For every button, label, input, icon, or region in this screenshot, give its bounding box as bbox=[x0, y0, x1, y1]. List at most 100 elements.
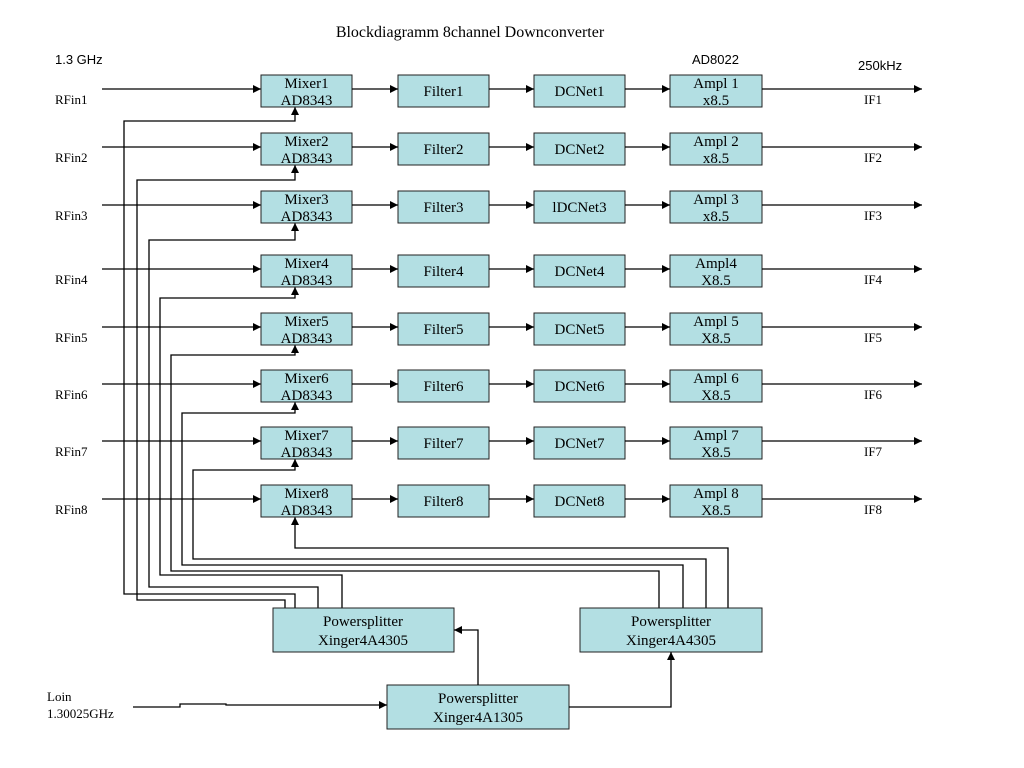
dcnet-block bbox=[533, 426, 626, 460]
mixer-block bbox=[260, 132, 353, 166]
lo-input-frequency: 1.30025GHz bbox=[47, 706, 114, 721]
filter-name: Filter2 bbox=[424, 142, 464, 158]
dcnet-name: lDCNet3 bbox=[552, 200, 606, 216]
powersplitter-main-line1: Powersplitter bbox=[438, 691, 518, 707]
lo-wire-mixer-6 bbox=[181, 402, 684, 608]
rf-input-label: RFin5 bbox=[55, 330, 88, 345]
rf-input-label: RFin8 bbox=[55, 502, 88, 517]
powersplitter-right-line2: Xinger4A4305 bbox=[626, 633, 716, 649]
dcnet-block bbox=[533, 484, 626, 518]
amp-detail: X8.5 bbox=[701, 331, 731, 347]
if-output-label: IF7 bbox=[864, 444, 883, 459]
mixer-detail: AD8343 bbox=[281, 209, 333, 225]
amp-block bbox=[669, 484, 763, 518]
filter-block bbox=[397, 190, 490, 224]
filter-block bbox=[397, 426, 490, 460]
mixer-name: Mixer2 bbox=[284, 134, 328, 150]
mixer-block bbox=[260, 254, 353, 288]
dcnet-name: DCNet5 bbox=[555, 322, 605, 338]
rf-input-label: RFin2 bbox=[55, 150, 88, 165]
mixer-detail: AD8343 bbox=[281, 151, 333, 167]
filter-name: Filter7 bbox=[424, 436, 464, 452]
mixer-block bbox=[260, 74, 353, 108]
dcnet-name: DCNet2 bbox=[555, 142, 605, 158]
filter-name: Filter8 bbox=[424, 494, 464, 510]
mixer-detail: AD8343 bbox=[281, 503, 333, 519]
powersplitter-left: Powersplitter Xinger4A4305 bbox=[272, 607, 455, 653]
dcnet-block bbox=[533, 74, 626, 108]
rf-input-label: RFin4 bbox=[55, 272, 88, 287]
dcnet-block bbox=[533, 190, 626, 224]
amp-detail: x8.5 bbox=[703, 93, 729, 109]
lo-wire-mixer-3 bbox=[148, 223, 319, 608]
amp-name: Ampl 7 bbox=[693, 428, 739, 444]
amp-block bbox=[669, 369, 763, 403]
filter-block bbox=[397, 369, 490, 403]
lo-input-label: Loin bbox=[47, 689, 72, 704]
amp-detail: x8.5 bbox=[703, 151, 729, 167]
amp-detail: x8.5 bbox=[703, 209, 729, 225]
mixer-name: Mixer6 bbox=[284, 371, 329, 387]
amp-name: Ampl4 bbox=[695, 256, 737, 272]
input-frequency-label: 1.3 GHz bbox=[55, 52, 103, 67]
filter-block bbox=[397, 484, 490, 518]
lo-wire-mixer-1 bbox=[123, 107, 299, 608]
amp-block bbox=[669, 190, 763, 224]
amp-detail: X8.5 bbox=[701, 503, 731, 519]
filter-block bbox=[397, 312, 490, 346]
rf-input-label: RFin6 bbox=[55, 387, 88, 402]
if-output-label: IF6 bbox=[864, 387, 883, 402]
filter-block bbox=[397, 74, 490, 108]
amp-detail: X8.5 bbox=[701, 388, 731, 404]
main-to-left-splitter-wire bbox=[454, 626, 479, 685]
mixer-detail: AD8343 bbox=[281, 445, 333, 461]
rf-input-label: RFin7 bbox=[55, 444, 88, 459]
dcnet-block bbox=[533, 132, 626, 166]
mixer-block bbox=[260, 369, 353, 403]
amp-name: Ampl 5 bbox=[693, 314, 738, 330]
main-to-right-splitter-wire bbox=[569, 652, 675, 708]
powersplitter-right-line1: Powersplitter bbox=[631, 614, 711, 630]
rf-input-label: RFin3 bbox=[55, 208, 88, 223]
amp-block bbox=[669, 132, 763, 166]
mixer-detail: AD8343 bbox=[281, 93, 333, 109]
powersplitter-left-line2: Xinger4A4305 bbox=[318, 633, 408, 649]
filter-name: Filter5 bbox=[424, 322, 464, 338]
lo-wire-mixer-4 bbox=[159, 287, 343, 608]
filter-name: Filter6 bbox=[424, 379, 464, 395]
mixer-name: Mixer8 bbox=[284, 486, 328, 502]
lo-wire-mixer-8 bbox=[291, 517, 729, 608]
mixer-block bbox=[260, 190, 353, 224]
mixer-detail: AD8343 bbox=[281, 388, 333, 404]
mixer-detail: AD8343 bbox=[281, 273, 333, 289]
if-output-label: IF1 bbox=[864, 92, 882, 107]
dcnet-name: DCNet1 bbox=[555, 84, 605, 100]
dcnet-block bbox=[533, 312, 626, 346]
filter-block bbox=[397, 132, 490, 166]
amp-detail: X8.5 bbox=[701, 273, 731, 289]
filter-name: Filter1 bbox=[424, 84, 464, 100]
mixer-name: Mixer5 bbox=[284, 314, 328, 330]
if-output-label: IF2 bbox=[864, 150, 882, 165]
powersplitter-main: Powersplitter Xinger4A1305 bbox=[386, 684, 570, 730]
amplifier-part-label: AD8022 bbox=[692, 52, 739, 67]
dcnet-block bbox=[533, 369, 626, 403]
output-frequency-label: 250kHz bbox=[858, 58, 902, 73]
amp-block bbox=[669, 74, 763, 108]
amp-name: Ampl 6 bbox=[693, 371, 739, 387]
filter-name: Filter4 bbox=[424, 264, 464, 280]
mixer-name: Mixer7 bbox=[284, 428, 329, 444]
dcnet-name: DCNet6 bbox=[555, 379, 605, 395]
mixer-name: Mixer1 bbox=[284, 76, 328, 92]
filter-name: Filter3 bbox=[424, 200, 464, 216]
amp-name: Ampl 8 bbox=[693, 486, 738, 502]
mixer-block bbox=[260, 312, 353, 346]
dcnet-name: DCNet8 bbox=[555, 494, 605, 510]
if-output-label: IF8 bbox=[864, 502, 882, 517]
diagram-title: Blockdiagramm 8channel Downconverter bbox=[336, 24, 605, 41]
